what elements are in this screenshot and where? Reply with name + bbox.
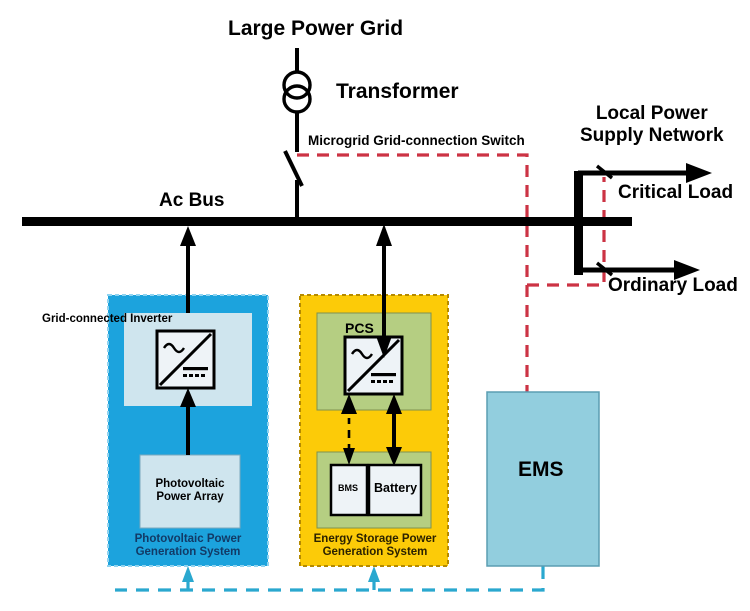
arrow-up-icon [386,394,402,414]
ems-blue-control-network [115,566,545,592]
photovoltaic-power-generation-system[interactable] [107,294,269,567]
ems-red-control-network [297,153,606,395]
pv-system-label: Photovoltaic Power Generation System [134,533,242,559]
blue-control-line [115,566,545,592]
open-blade-switch-icon[interactable] [283,150,304,187]
bms-label: BMS [338,483,358,493]
local-power-network-label: Local Power Supply Network [580,103,724,146]
arrow-up-icon [368,566,380,582]
load-riser-bar [574,171,583,275]
photovoltaic-power-array-box [139,454,241,529]
ordinary-load-breaker-icon[interactable] [595,261,614,277]
transformer-two-circle-icon [282,70,312,114]
pv-to-bus-link [180,226,196,313]
battery-label: Battery [374,481,418,495]
storage-system-label: Energy Storage Power Generation System [313,533,437,559]
ordinary-load-label: Ordinary Load [608,275,738,296]
storage-to-bus-link [376,224,392,358]
photovoltaic-power-array-label: Photovoltaic Power Array [155,478,225,504]
critical-load-label: Critical Load [618,182,734,203]
large-power-grid-label: Large Power Grid [228,17,404,40]
grid-connected-inverter-label: Grid-connected Inverter [42,313,173,325]
energy-storage-power-generation-system[interactable] [299,294,449,567]
utility-grid-feeder [282,48,312,222]
battery-box [367,463,423,517]
red-control-line-loads [527,177,606,287]
ac-bus-label: Ac Bus [159,190,225,211]
arrow-up-icon [182,566,194,582]
local-power-supply-network [574,163,712,280]
arrow-down-icon [386,447,402,466]
arrow-up-icon [180,226,196,246]
transformer-label: Transformer [336,80,459,103]
ems-label: EMS [518,458,564,481]
microgrid-switch-label: Microgrid Grid-connection Switch [308,133,525,148]
arrow-up-icon [180,388,196,407]
ems-box[interactable] [486,391,600,567]
bms-box [329,463,369,517]
arrow-down-icon [376,336,392,358]
arrow-right-icon [686,163,712,183]
pcs-label: PCS [345,320,374,336]
dc-ac-inverter-icon [343,335,404,396]
arrow-up-icon [341,394,357,414]
red-control-line-main [297,153,529,395]
critical-load-breaker-icon[interactable] [595,164,614,180]
ems-rect [486,391,600,567]
arrow-right-icon [674,260,700,280]
ac-bus-bar [22,217,632,226]
dc-ac-inverter-icon [155,329,216,390]
arrow-down-icon [343,448,355,465]
arrow-up-icon [376,224,392,246]
